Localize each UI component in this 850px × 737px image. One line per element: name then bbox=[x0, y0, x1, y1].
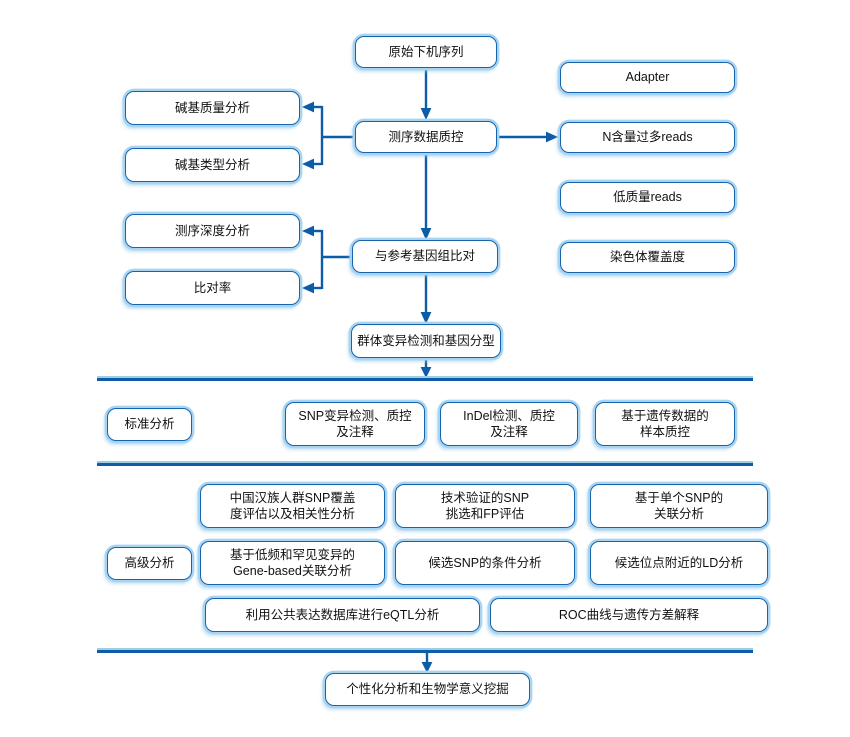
arrow-qc-to-n-reads bbox=[497, 131, 558, 143]
node-n-content-reads: N含量过多reads bbox=[560, 122, 735, 153]
node-sample-qc: 基于遗传数据的 样本质控 bbox=[595, 402, 735, 446]
node-ld-analysis: 候选位点附近的LD分析 bbox=[590, 541, 768, 585]
label-advanced-analysis: 高级分析 bbox=[107, 547, 192, 580]
arrow-qc-to-align bbox=[420, 153, 432, 240]
node-low-quality-reads: 低质量reads bbox=[560, 182, 735, 213]
node-single-snp-assoc: 基于单个SNP的 关联分析 bbox=[590, 484, 768, 528]
node-align-reference: 与参考基因组比对 bbox=[352, 240, 498, 273]
node-base-quality: 碱基质量分析 bbox=[125, 91, 300, 125]
arrow-raw-to-qc bbox=[420, 68, 432, 120]
node-sequencing-depth: 测序深度分析 bbox=[125, 214, 300, 248]
node-han-snp-coverage: 中国汉族人群SNP覆盖 度评估以及相关性分析 bbox=[200, 484, 385, 528]
node-base-type: 碱基类型分析 bbox=[125, 148, 300, 182]
node-variant-genotyping: 群体变异检测和基因分型 bbox=[351, 324, 501, 358]
connector-qc-to-left-boxes bbox=[302, 101, 356, 170]
divider-advanced-bottom bbox=[97, 650, 753, 653]
node-eqtl-analysis: 利用公共表达数据库进行eQTL分析 bbox=[205, 598, 480, 632]
node-sequencing-qc: 测序数据质控 bbox=[355, 121, 497, 153]
node-adapter: Adapter bbox=[560, 62, 735, 93]
connector-align-to-left-boxes bbox=[302, 225, 356, 294]
node-personalized-analysis: 个性化分析和生物学意义挖掘 bbox=[325, 673, 530, 706]
node-conditional-analysis: 候选SNP的条件分析 bbox=[395, 541, 575, 585]
divider-standard-top bbox=[97, 378, 753, 381]
node-raw-sequence: 原始下机序列 bbox=[355, 36, 497, 68]
arrow-to-final bbox=[421, 651, 433, 673]
node-roc-heritability: ROC曲线与遗传方差解释 bbox=[490, 598, 768, 632]
node-validated-snp-fp: 技术验证的SNP 挑选和FP评估 bbox=[395, 484, 575, 528]
node-indel-detection: InDel检测、质控 及注释 bbox=[440, 402, 578, 446]
arrow-align-to-variant bbox=[420, 273, 432, 324]
arrow-variant-to-standard-section bbox=[420, 358, 432, 378]
node-gene-based-assoc: 基于低频和罕见变异的 Gene-based关联分析 bbox=[200, 541, 385, 585]
divider-standard-bottom bbox=[97, 463, 753, 466]
node-mapping-rate: 比对率 bbox=[125, 271, 300, 305]
node-chromosome-coverage: 染色体覆盖度 bbox=[560, 242, 735, 273]
label-standard-analysis: 标准分析 bbox=[107, 408, 192, 441]
node-snp-detection: SNP变异检测、质控 及注释 bbox=[285, 402, 425, 446]
